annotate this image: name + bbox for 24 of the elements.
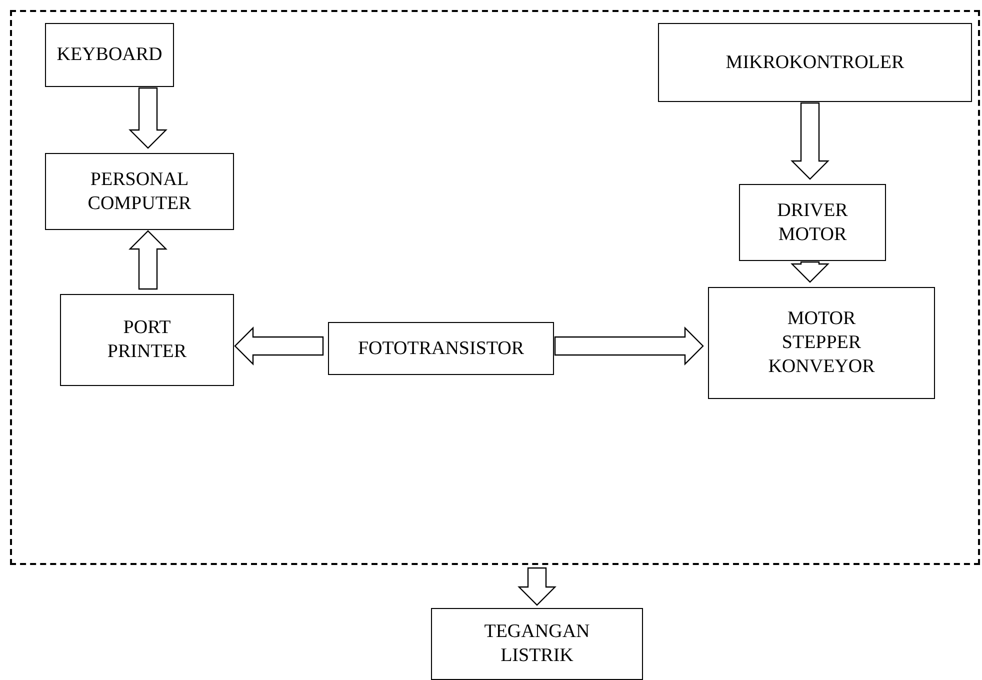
block-label: FOTOTRANSISTOR (358, 336, 524, 360)
block-arrow (128, 230, 168, 290)
block-arrow (554, 326, 704, 366)
block-arrow (790, 261, 830, 283)
block-label: MIKROKONTROLER (726, 50, 904, 74)
block-label: PORT PRINTER (106, 316, 188, 364)
dashed-boundary-box (10, 10, 980, 565)
block-box (708, 287, 935, 399)
block-label: DRIVER MOTOR (776, 198, 849, 246)
block-box (739, 184, 886, 261)
block-box (60, 294, 234, 386)
block-box (45, 23, 174, 87)
block-label: TEGANGAN LISTRIK (483, 620, 591, 668)
block-box (431, 608, 643, 680)
block-arrow (790, 102, 830, 180)
block-box (328, 322, 554, 375)
block-arrow (518, 567, 556, 606)
block-box (45, 153, 234, 230)
block-box (658, 23, 972, 102)
block-label: PERSONAL COMPUTER (86, 168, 192, 216)
block-label: KEYBOARD (56, 43, 162, 67)
block-arrow (128, 87, 168, 149)
block-arrow (234, 326, 324, 366)
block-label: MOTOR STEPPER KONVEYOR (767, 307, 876, 379)
